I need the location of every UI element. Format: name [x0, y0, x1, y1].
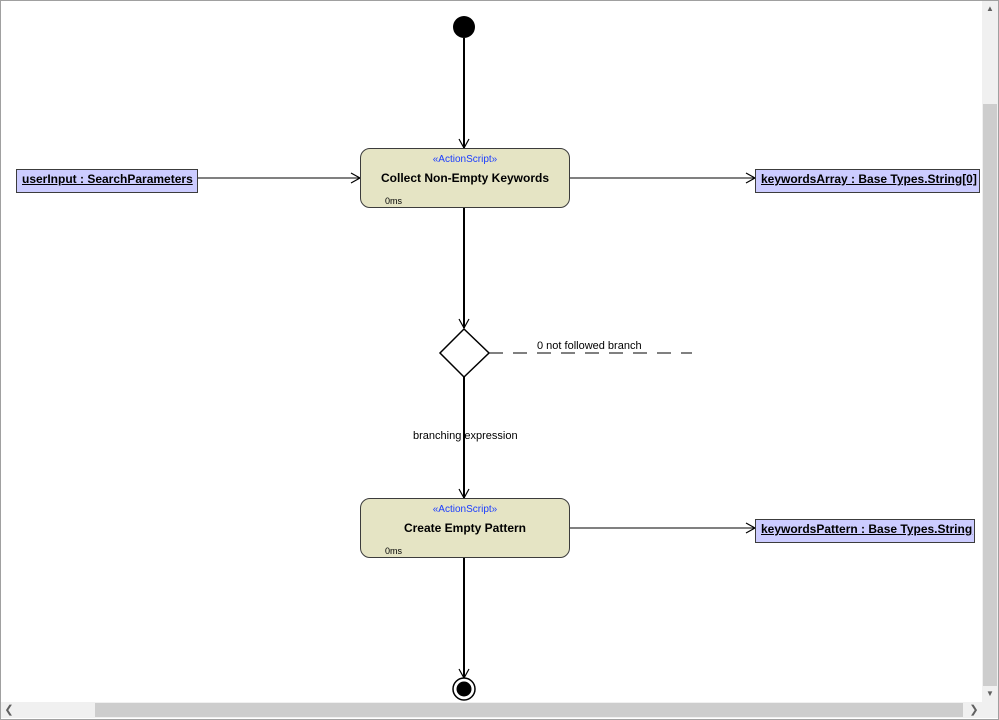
branching-expression-label: branching expression [413, 430, 518, 442]
action-create-empty-pattern[interactable]: «ActionScript» Create Empty Pattern 0ms [360, 498, 570, 558]
scrollbar-corner [982, 702, 998, 718]
action-name: Create Empty Pattern [403, 521, 527, 535]
object-node-keywords-array[interactable]: keywordsArray : Base Types.String[0] [755, 169, 980, 193]
scroll-down-arrow-icon[interactable]: ▼ [986, 689, 994, 698]
action-timing: 0ms [385, 546, 403, 556]
action-collect-keywords[interactable]: «ActionScript» Collect Non-Empty Keyword… [360, 148, 570, 208]
scroll-left-arrow-icon[interactable]: ❮ [4, 704, 14, 716]
action-stereotype: «ActionScript» [432, 504, 498, 515]
scroll-up-arrow-icon[interactable]: ▲ [986, 4, 994, 13]
horizontal-scrollbar-thumb[interactable] [95, 703, 963, 717]
action-stereotype: «ActionScript» [432, 154, 498, 165]
action-timing: 0ms [385, 196, 403, 206]
final-node-inner [456, 681, 472, 697]
action-name: Collect Non-Empty Keywords [380, 171, 550, 185]
object-node-keywords-pattern[interactable]: keywordsPattern : Base Types.String [755, 519, 975, 543]
object-node-user-input[interactable]: userInput : SearchParameters [16, 169, 198, 193]
initial-node[interactable] [453, 16, 475, 38]
decision-node[interactable] [438, 327, 491, 379]
vertical-scrollbar-thumb[interactable] [983, 104, 997, 686]
not-followed-branch-label: 0 not followed branch [537, 340, 642, 352]
scroll-right-arrow-icon[interactable]: ❯ [969, 704, 979, 716]
